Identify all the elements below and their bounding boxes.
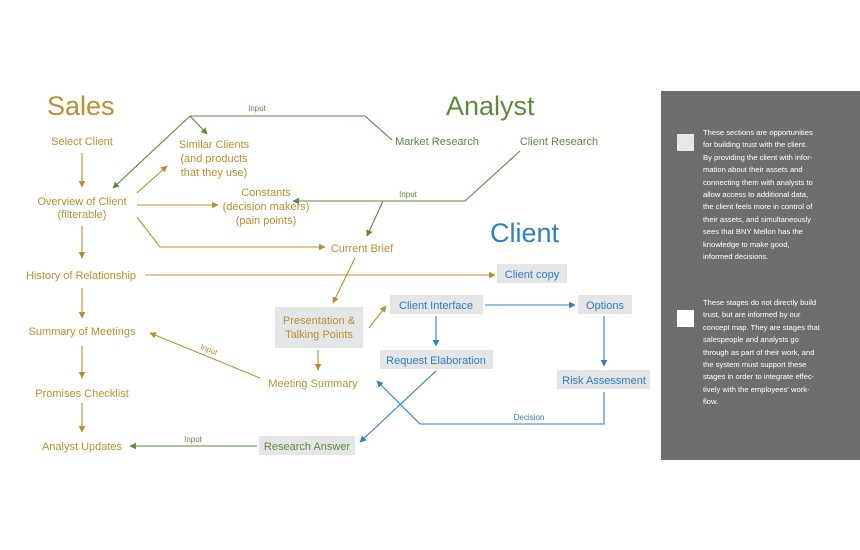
edge-client-research-to-constants [292, 150, 521, 205]
legend-line: knowledge to make good, [703, 239, 790, 249]
legend-line: salespeople and analysts go [703, 335, 799, 345]
edge-overview-to-brief [136, 216, 326, 251]
node-similar-line-1: Similar Clients [179, 139, 250, 151]
box-request-elaboration [380, 350, 493, 369]
node-market-research: Market Research [395, 136, 479, 148]
node-constants-line-2: (decision makers) [223, 201, 310, 213]
label-decision: Decision [514, 413, 545, 422]
edge-market-to-similar [189, 115, 208, 135]
node-overview-line-2: (filterable) [58, 209, 107, 221]
box-risk-assessment [557, 370, 650, 389]
node-client-interface: Client Interface [399, 300, 473, 312]
legend-line: through as part of their work, and [703, 347, 815, 357]
node-analyst-updates: Analyst Updates [42, 441, 123, 453]
legend-text-trust: These sections are opportunities for bui… [703, 127, 851, 263]
legend-line: tively with the employees' work- [703, 384, 810, 394]
node-overview-line-1: Overview of Client [37, 196, 126, 208]
box-client-copy [497, 264, 567, 283]
node-history: History of Relationship [26, 270, 136, 282]
heading-analyst: Analyst [446, 91, 535, 121]
node-request-elaboration: Request Elaboration [386, 355, 486, 367]
legend-line: allow access to additional data, [703, 190, 809, 200]
legend-line: the system must support these [703, 360, 807, 370]
node-summary-of-meetings: Summary of Meetings [29, 326, 136, 338]
legend-line: for building trust with the client. [703, 140, 808, 150]
legend-line: stages in order to integrate effec- [703, 372, 815, 382]
label-input-top: Input [248, 104, 267, 113]
node-constants-line-3: (pain points) [236, 215, 297, 227]
edge-branch-to-brief [366, 200, 384, 237]
node-constants-line-1: Constants [241, 187, 291, 199]
edge-risk-decision [376, 380, 605, 425]
edge-market-to-overview [112, 115, 393, 189]
legend-line: informed decisions. [703, 252, 769, 262]
node-client-copy: Client copy [505, 269, 560, 281]
legend-line: concept map. They are stages that [703, 322, 820, 332]
node-meeting-summary: Meeting Summary [268, 378, 358, 390]
legend-line: These stages do not directly build [703, 298, 817, 307]
legend-line: By providing the client with infor- [703, 152, 813, 162]
node-client-research: Client Research [520, 136, 598, 148]
legend-line: flow. [703, 397, 719, 407]
node-research-answer: Research Answer [264, 441, 351, 453]
box-presentation [275, 307, 363, 348]
legend-line: sees that BNY Mellon has the [703, 227, 803, 237]
edge-request-to-research-answer [359, 370, 437, 443]
box-client-interface [390, 295, 483, 314]
box-options [578, 295, 632, 314]
heading-sales: Sales [47, 91, 115, 121]
legend-line: connecting them with analysts to [703, 177, 813, 187]
node-presentation-line-1: Presentation & [283, 315, 356, 327]
legend-line: trust, but are informed by our [703, 310, 801, 320]
label-input-research-answer: Input [184, 435, 203, 444]
label-input-client-research: Input [399, 190, 418, 199]
client-edges [359, 301, 608, 443]
legend-swatch-stages [677, 310, 694, 327]
node-risk-assessment: Risk Assessment [562, 375, 646, 387]
legend-text-stages: These stages do not directly build trust… [703, 297, 851, 409]
node-similar-line-3: that they use) [181, 167, 248, 179]
node-options: Options [586, 300, 624, 312]
node-promises: Promises Checklist [35, 388, 129, 400]
node-select-client: Select Client [51, 136, 113, 148]
edge-brief-to-presentation [332, 257, 356, 304]
legend-panel: These sections are opportunities for bui… [661, 91, 860, 460]
node-current-brief: Current Brief [331, 243, 394, 255]
edge-meeting-to-summary [149, 332, 261, 379]
legend-line: their assets, and simultaneously [703, 214, 812, 224]
analyst-edges [112, 115, 521, 450]
heading-client: Client [490, 218, 560, 248]
sales-edges [78, 153, 496, 433]
legend-swatch-trust [677, 134, 694, 151]
edge-presentation-to-interface [368, 305, 387, 329]
legend-line: These sections are opportunities [703, 128, 813, 137]
legend-line: mation about their assets and [703, 165, 803, 175]
box-research-answer [259, 436, 355, 455]
node-similar-line-2: (and products [180, 153, 248, 165]
node-presentation-line-2: Talking Points [285, 329, 353, 341]
edge-overview-to-similar [136, 165, 168, 194]
label-input-meeting: Input [199, 342, 220, 357]
legend-line: the client feels more in control of [703, 202, 813, 212]
